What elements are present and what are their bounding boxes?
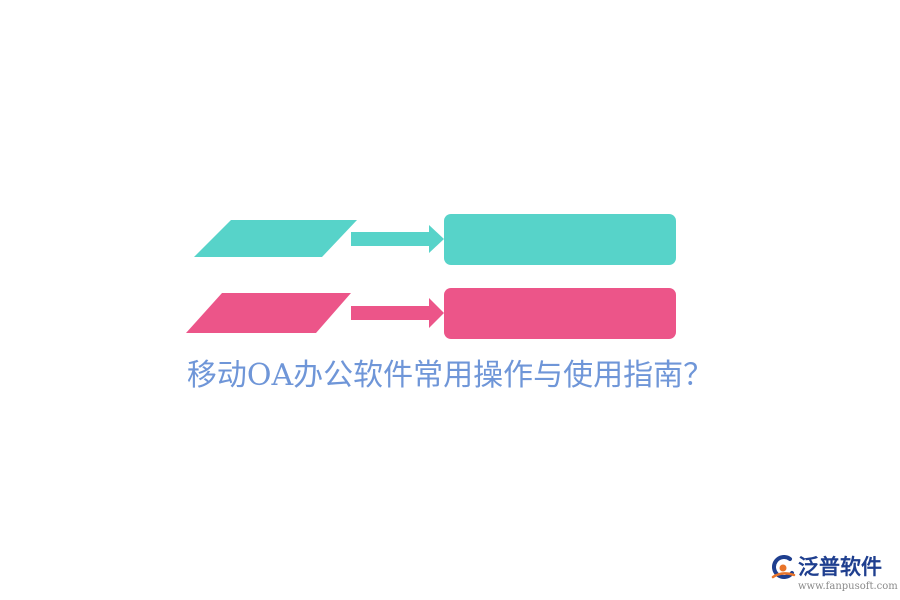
brand-url: www.fanpusoft.com: [798, 581, 898, 592]
brand-mark-icon: [771, 555, 796, 579]
diagram-title: 移动OA办公软件常用操作与使用指南？: [186, 358, 714, 393]
arrow-right-icon: [351, 298, 444, 328]
brand-name: 泛普软件: [798, 555, 882, 579]
arrow-right-icon: [351, 225, 444, 253]
parallelogram-shape: [186, 293, 351, 333]
parallelogram-shape: [194, 220, 357, 257]
brand-logo: 泛普软件 www.fanpusoft.com: [770, 553, 898, 593]
rounded-box: [444, 288, 676, 339]
rounded-box: [444, 214, 676, 265]
